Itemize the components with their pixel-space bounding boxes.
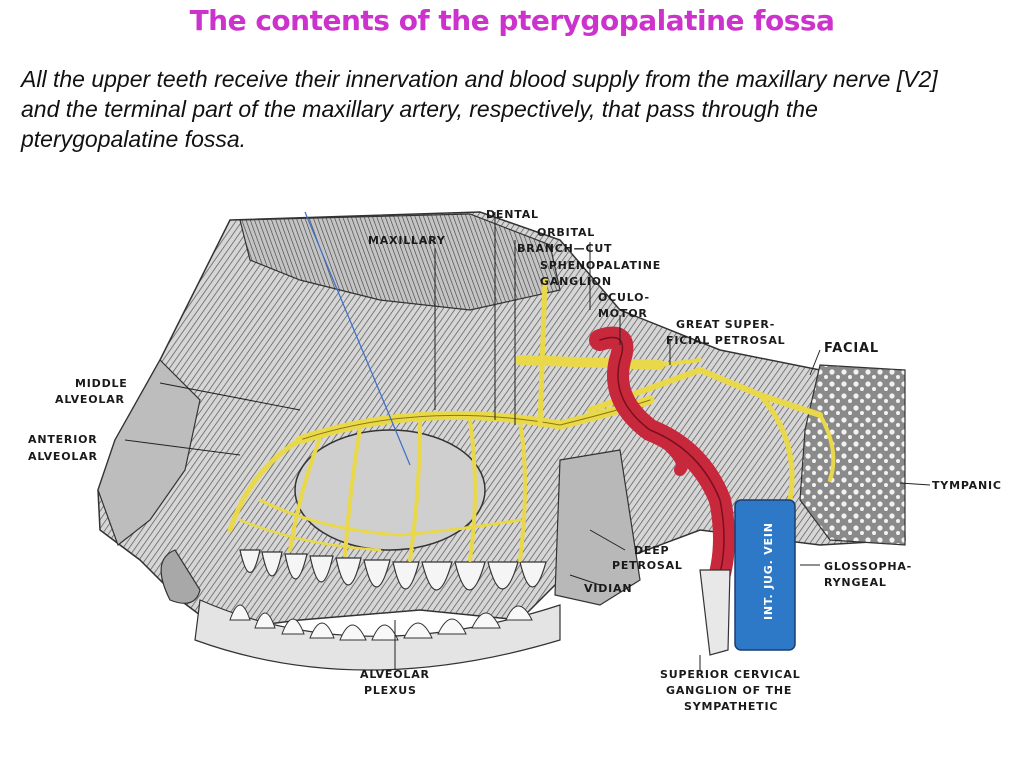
lower-arch — [194, 599, 561, 671]
label-sympathetic: SYMPATHETIC — [684, 700, 778, 713]
leader-lines — [124, 212, 931, 670]
label-ficial-petrosal: FICIAL PETROSAL — [666, 334, 785, 347]
label-anterior: ANTERIOR — [28, 433, 98, 446]
internal-jugular-vein — [734, 499, 796, 651]
slide-title: The contents of the pterygopalatine foss… — [189, 4, 835, 37]
label-alveolar-plexus: ALVEOLAR — [360, 668, 430, 681]
label-glossopha: GLOSSOPHA- — [824, 560, 912, 573]
label-oculo: OCULO- — [598, 291, 650, 304]
anatomy-illustration: INT. JUG. VEIN DENTAL MAXILLARY ORBITAL — [0, 200, 1024, 760]
nasal-bone — [97, 359, 201, 546]
label-ganglion: GANGLION — [540, 275, 612, 288]
slide-body-text: All the upper teeth receive their innerv… — [21, 66, 938, 152]
int-jug-vein-label: INT. JUG. VEIN — [762, 522, 775, 620]
label-plexus: PLEXUS — [364, 684, 417, 697]
pterygopalatine-fossa-drawing: INT. JUG. VEIN DENTAL MAXILLARY ORBITAL — [28, 208, 1002, 713]
orbital-region — [239, 213, 561, 311]
label-sphenopalatine: SPHENOPALATINE — [540, 259, 661, 272]
lower-teeth — [229, 604, 533, 641]
temporal-bone — [799, 364, 906, 546]
label-dental: DENTAL — [486, 208, 539, 221]
label-maxillary: MAXILLARY — [368, 234, 446, 247]
label-vidian: VIDIAN — [584, 582, 632, 595]
label-superior-cervical: SUPERIOR CERVICAL — [660, 668, 801, 681]
nasal-ala — [160, 549, 201, 604]
label-ryngeal: RYNGEAL — [824, 576, 887, 589]
maxillary-artery — [589, 326, 735, 601]
label-motor: MOTOR — [598, 307, 648, 320]
label-deep: DEEP — [634, 544, 669, 557]
pterygoid-plate — [554, 449, 641, 606]
label-alveolar-anterior: ALVEOLAR — [28, 450, 98, 463]
label-tympanic: TYMPANIC — [932, 479, 1002, 492]
pointer-line — [304, 211, 411, 466]
maxillary-sinus — [294, 429, 486, 551]
label-middle: MIDDLE — [75, 377, 128, 390]
label-ganglion-of-the: GANGLION OF THE — [666, 684, 792, 697]
carotid-white — [699, 569, 731, 656]
label-branch-cut: BRANCH—CUT — [517, 242, 612, 255]
label-orbital: ORBITAL — [537, 226, 595, 239]
label-great-super: GREAT SUPER- — [676, 318, 775, 331]
label-petrosal: PETROSAL — [612, 559, 683, 572]
upper-teeth — [239, 549, 547, 591]
label-alveolar-middle: ALVEOLAR — [55, 393, 125, 406]
label-facial: FACIAL — [824, 341, 879, 356]
